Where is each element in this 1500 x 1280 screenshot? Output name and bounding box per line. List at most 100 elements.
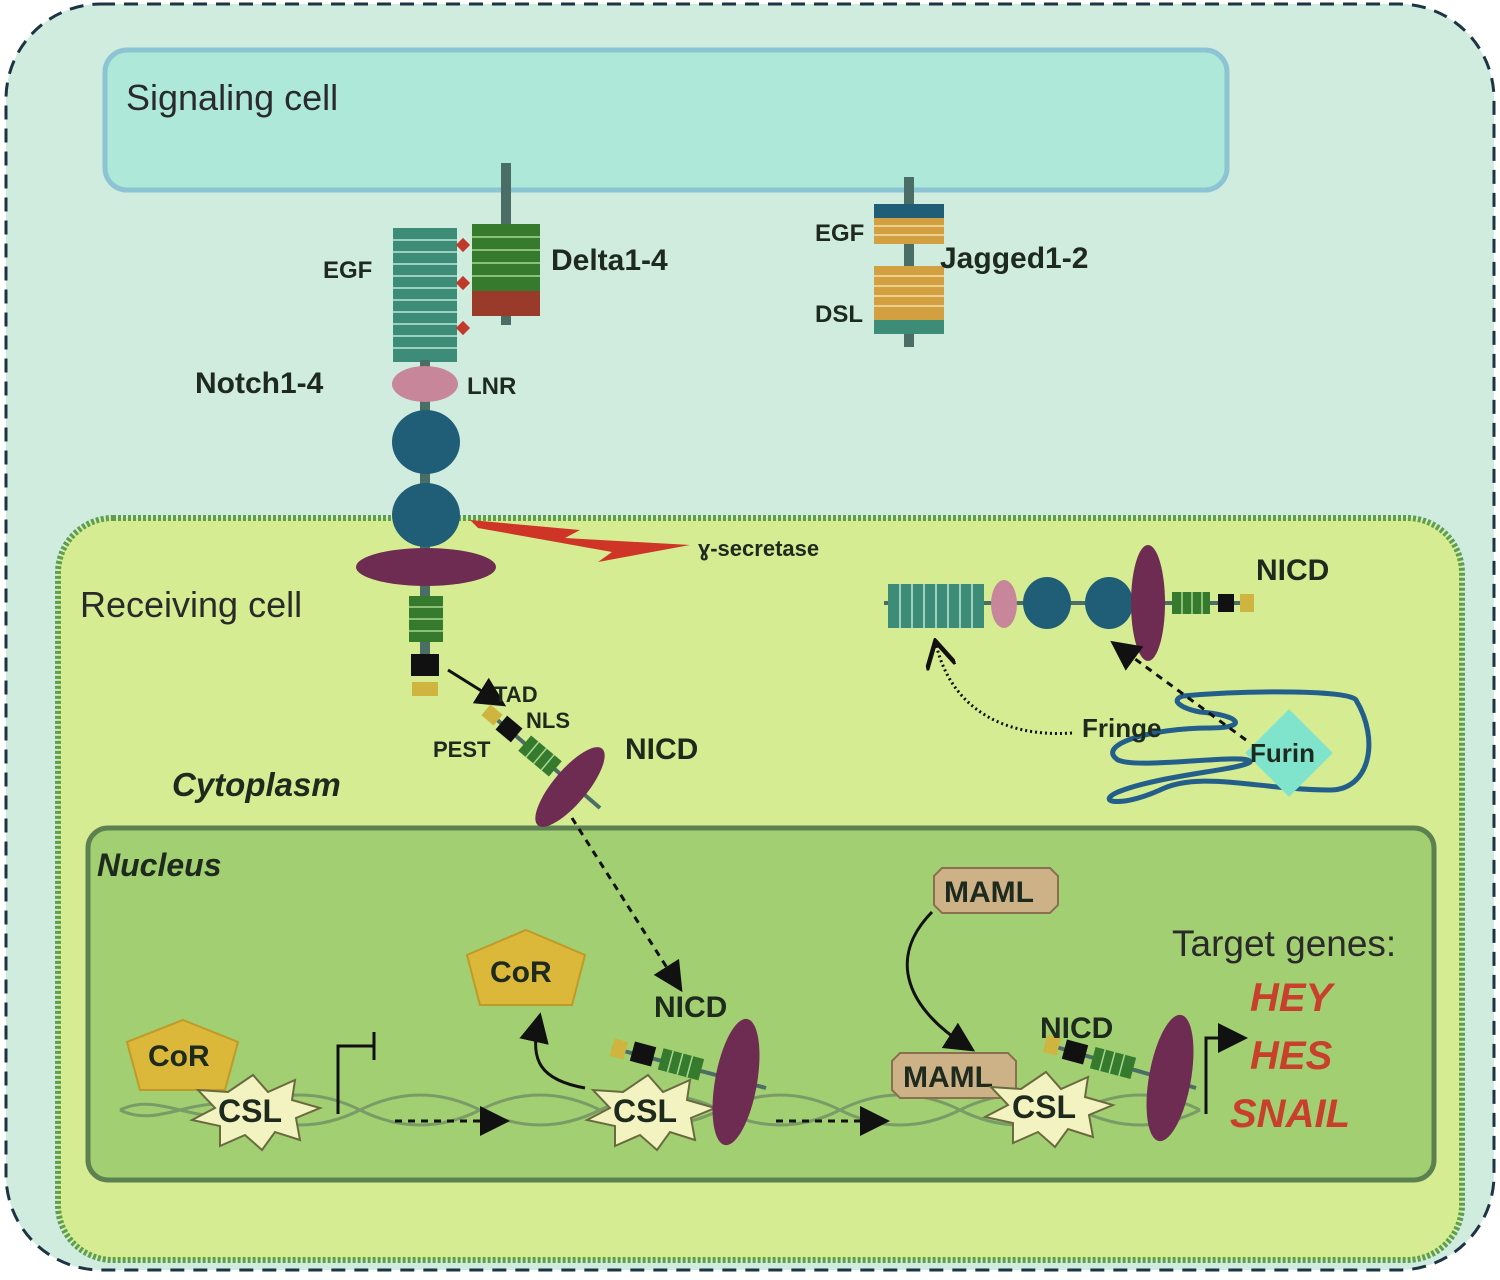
csl-1-star bbox=[189, 1073, 324, 1152]
maml-bound-label: MAML bbox=[903, 1061, 993, 1094]
cytoplasm-label: Cytoplasm bbox=[172, 766, 341, 803]
nicd-ankyrin bbox=[518, 735, 562, 777]
precursor-hd-1 bbox=[1023, 577, 1071, 629]
glycan-diamonds bbox=[455, 237, 471, 336]
jagged-dsl-block bbox=[874, 266, 944, 320]
nicd-n2-ellipse bbox=[1146, 1014, 1194, 1142]
precursor-ankyrin bbox=[1172, 592, 1210, 614]
delta-label: Delta1-4 bbox=[551, 244, 668, 277]
cor-released-pentagon bbox=[465, 928, 587, 1006]
notch-tad-block bbox=[412, 682, 438, 696]
nicd-cytoplasm bbox=[481, 704, 605, 827]
signaling-cell bbox=[102, 47, 1230, 193]
nicd-n2-ankyrin bbox=[1089, 1046, 1137, 1080]
jagged-egf-label: EGF bbox=[815, 220, 864, 247]
csl-2-star bbox=[584, 1073, 719, 1152]
csl-3-star bbox=[982, 1070, 1117, 1149]
signaling-cell-label: Signaling cell bbox=[126, 77, 338, 118]
maml-free-box bbox=[933, 867, 1059, 914]
nicd-nucleus-2 bbox=[1042, 1014, 1197, 1142]
notch-egf-repeats bbox=[393, 228, 457, 362]
repressed-promoter bbox=[336, 1044, 374, 1114]
nicd-n1-ankyrin bbox=[657, 1048, 705, 1081]
target-gene-hey: HEY bbox=[1250, 976, 1336, 1020]
notch-hd-domain-1 bbox=[392, 410, 460, 474]
csl-3-label: CSL bbox=[1012, 1089, 1076, 1125]
precursor-egf-stripes bbox=[899, 584, 973, 628]
nicd-pest-block bbox=[495, 715, 523, 743]
cor-bound-label: CoR bbox=[148, 1040, 210, 1073]
delta-dsl-block bbox=[472, 291, 540, 316]
jagged-egf-block bbox=[874, 218, 944, 244]
target-gene-snail: SNAIL bbox=[1230, 1092, 1350, 1136]
nicd-n1-pest bbox=[629, 1041, 657, 1067]
notch-precursor bbox=[884, 545, 1254, 661]
delta-ligand bbox=[472, 163, 540, 325]
csl-2-label: CSL bbox=[613, 1093, 677, 1129]
precursor-transmembrane bbox=[1131, 545, 1165, 661]
nicd-membrane-ellipse bbox=[535, 747, 605, 827]
cor-bound-pentagon bbox=[125, 1018, 240, 1091]
nucleus-label: Nucleus bbox=[97, 847, 221, 883]
golgi-apparatus bbox=[1106, 689, 1372, 804]
jagged-dsl-stripes bbox=[874, 275, 944, 307]
nicd-n2-tad bbox=[1042, 1034, 1062, 1056]
furin-label: Furin bbox=[1250, 738, 1315, 768]
gamma-secretase-bolt bbox=[470, 520, 690, 562]
fringe-label: Fringe bbox=[1082, 713, 1161, 743]
precursor-lnr bbox=[991, 580, 1017, 628]
tad-label: TAD bbox=[494, 682, 538, 707]
notch-hd-domain-2 bbox=[392, 483, 460, 547]
lnr-label: LNR bbox=[467, 373, 516, 400]
nicd-cytoplasm-label: NICD bbox=[625, 733, 698, 766]
nicd-tad-block bbox=[481, 704, 503, 726]
maml-recruit-arrow bbox=[905, 910, 976, 1052]
nicd-n2-pest bbox=[1061, 1039, 1089, 1065]
cor-release-arrow bbox=[519, 1012, 586, 1090]
cor-released-label: CoR bbox=[490, 956, 552, 989]
receiving-cell-label: Receiving cell bbox=[80, 584, 302, 625]
nicd-golgi-label: NICD bbox=[1256, 554, 1329, 587]
notch-lnr-domain bbox=[392, 366, 458, 402]
precursor-hd-2 bbox=[1085, 577, 1133, 629]
notch-receptor bbox=[356, 228, 496, 696]
jagged-dsl-label: DSL bbox=[815, 301, 863, 328]
jagged-ligand bbox=[874, 177, 944, 347]
nucleus bbox=[85, 825, 1437, 1183]
cleavage-arrow bbox=[447, 668, 507, 707]
target-gene-hes: HES bbox=[1250, 1034, 1333, 1078]
delta-egf-stripes bbox=[472, 236, 540, 277]
nicd-nucleus-2-label: NICD bbox=[1040, 1012, 1113, 1045]
nicd-translocation-arrow bbox=[570, 817, 683, 993]
gamma-secretase-label: ɣ-secretase bbox=[698, 536, 819, 561]
nls-label: NLS bbox=[526, 708, 570, 733]
delta-egf-block bbox=[472, 224, 540, 292]
jagged-top-block bbox=[874, 204, 944, 218]
nicd-n1-tad bbox=[609, 1038, 629, 1060]
notch-pest-block bbox=[411, 654, 439, 676]
furin-arrow bbox=[1110, 640, 1247, 742]
maml-free-label: MAML bbox=[944, 876, 1034, 909]
notch-label: Notch1-4 bbox=[195, 367, 324, 400]
pest-label: PEST bbox=[433, 737, 491, 762]
target-genes-heading: Target genes: bbox=[1172, 923, 1396, 964]
notch-transmembrane bbox=[356, 548, 496, 586]
notch-egf-stripes bbox=[393, 239, 457, 349]
precursor-pest bbox=[1218, 594, 1234, 612]
precursor-tad bbox=[1240, 594, 1254, 612]
furin-diamond bbox=[1245, 709, 1333, 797]
active-promoter bbox=[1204, 1023, 1248, 1114]
nicd-nucleus-1-label: NICD bbox=[654, 991, 727, 1024]
nicd-nucleus-1 bbox=[609, 1018, 767, 1146]
jagged-egf-stripes bbox=[874, 225, 944, 236]
nicd-n1-ellipse bbox=[712, 1018, 760, 1146]
jagged-stalk bbox=[904, 177, 914, 347]
jagged-label: Jagged1-2 bbox=[940, 242, 1088, 275]
csl-1-label: CSL bbox=[218, 1093, 282, 1129]
jagged-bottom-block bbox=[874, 320, 944, 334]
precursor-ankyrin-stripes bbox=[1181, 592, 1203, 614]
notch-ankyrin-stripes bbox=[409, 606, 443, 632]
notch-egf-label: EGF bbox=[323, 257, 372, 284]
